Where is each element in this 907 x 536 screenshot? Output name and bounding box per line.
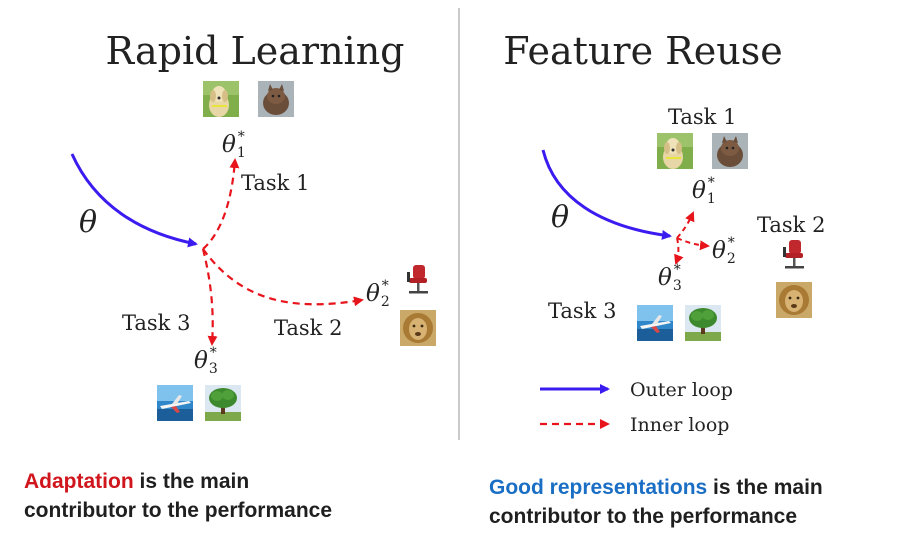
right-theta1-label: θ1*	[692, 175, 716, 207]
right-theta-label: θ	[551, 200, 569, 235]
left-task3-label: Task 3	[122, 311, 190, 335]
right-title: Feature Reuse	[503, 29, 782, 73]
lion-image-icon	[776, 282, 812, 318]
tree-image-icon	[205, 385, 241, 421]
right-caption-rest: is the main	[707, 476, 823, 499]
right-inner-loop-task3-arrow	[674, 237, 684, 265]
dog-image-icon	[203, 81, 239, 117]
right-inner-loop-task1-arrow	[676, 211, 695, 239]
left-task1-label: Task 1	[241, 171, 309, 195]
airplane-image-icon	[157, 385, 193, 421]
left-caption-rest: is the main	[133, 470, 250, 493]
right-task3-label: Task 3	[548, 299, 616, 323]
tree-image-icon	[685, 305, 721, 341]
dog-image-icon	[657, 133, 693, 169]
legend-inner-loop-label: Inner loop	[630, 414, 729, 436]
cat-image-icon	[712, 133, 748, 169]
legend-outer-loop-label: Outer loop	[630, 379, 733, 401]
lion-image-icon	[400, 310, 436, 346]
left-theta-label: θ	[79, 205, 97, 240]
right-theta3-label: θ3*	[658, 262, 682, 294]
right-caption-line2: contributor to the performance	[489, 505, 798, 528]
chair-image-icon	[776, 238, 812, 274]
right-outer-loop-arrow	[541, 149, 672, 240]
right-inner-loop-task2-arrow	[676, 237, 710, 251]
left-inner-loop-task1-arrow	[202, 158, 240, 250]
right-caption-highlight: Good representations	[489, 476, 708, 499]
left-theta1-label: θ1*	[222, 129, 246, 161]
left-theta2-label: θ2*	[366, 278, 390, 310]
chair-image-icon	[400, 263, 436, 299]
left-theta3-label: θ3*	[194, 345, 218, 377]
right-caption: Good representations is the main contrib…	[489, 473, 823, 531]
cat-image-icon	[258, 81, 294, 117]
airplane-image-icon	[637, 305, 673, 341]
left-inner-loop-task2-arrow	[202, 248, 364, 307]
left-caption-highlight: Adaptation	[24, 470, 134, 493]
left-outer-loop-arrow	[70, 153, 198, 248]
left-caption: Adaptation is the main contributor to th…	[24, 467, 332, 525]
left-task2-label: Task 2	[274, 316, 342, 340]
left-title: Rapid Learning	[106, 29, 405, 73]
right-task1-label: Task 1	[668, 105, 736, 129]
right-theta2-label: θ2*	[712, 235, 736, 267]
left-caption-line2: contributor to the performance	[24, 499, 333, 522]
right-task2-label: Task 2	[757, 213, 825, 237]
left-inner-loop-task3-arrow	[201, 248, 218, 346]
